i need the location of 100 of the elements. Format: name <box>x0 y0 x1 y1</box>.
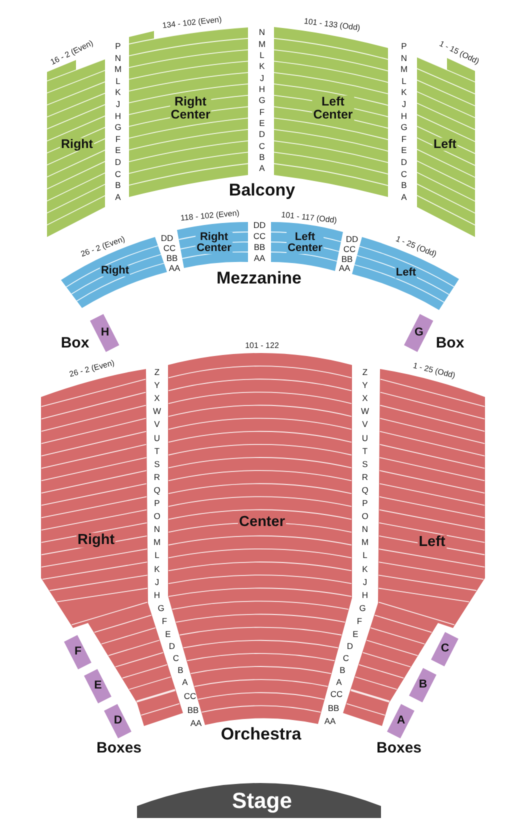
level-label: Balcony <box>228 182 296 198</box>
row-letter: C <box>172 654 180 662</box>
row-letter: B <box>178 666 184 674</box>
row-letter: H <box>114 111 122 120</box>
seat-range-label: 118 - 102 (Even) <box>180 209 240 223</box>
row-letter: X <box>362 394 368 402</box>
row-letter: Y <box>362 380 368 390</box>
row-letter: E <box>401 146 407 155</box>
row-letter: BB <box>341 254 353 264</box>
row-letter: CC <box>343 244 356 254</box>
row-letter: AA <box>190 718 202 728</box>
row-letter: DD <box>253 220 266 230</box>
row-letter: S <box>362 459 368 468</box>
row-letter: B <box>259 152 265 162</box>
row-letter: M <box>361 538 369 547</box>
row-letter: O <box>154 512 160 520</box>
section-name: Center <box>238 514 286 530</box>
theater-box <box>90 314 120 352</box>
row-letter: N <box>258 28 266 37</box>
row-letter: K <box>259 62 265 71</box>
row-letter: DD <box>346 234 358 244</box>
row-letter: CC <box>253 232 266 240</box>
row-letter: Q <box>362 486 368 494</box>
section-name: Right <box>100 266 130 276</box>
row-letter: G <box>359 604 366 612</box>
row-letter: AA <box>254 254 266 262</box>
row-letter: J <box>154 577 160 586</box>
row-letter: T <box>154 446 160 455</box>
row-letter: X <box>154 394 160 402</box>
row-letter: F <box>259 107 265 116</box>
stage <box>137 783 381 818</box>
section-name: Left Center <box>286 232 324 254</box>
row-letter: L <box>362 551 368 560</box>
row-letter: A <box>115 192 121 202</box>
row-letter: D <box>168 642 176 650</box>
row-letter: U <box>154 433 160 442</box>
theater-box <box>64 634 92 670</box>
stage-label: Stage <box>231 790 293 812</box>
row-letter: C <box>258 141 266 150</box>
row-letter: D <box>114 158 122 166</box>
seat-range-label: 101 - 133 (Odd) <box>303 18 361 32</box>
section-name: Right <box>76 532 116 548</box>
row-letter: U <box>362 433 368 442</box>
area-label: Boxes <box>376 740 422 756</box>
row-letter: BB <box>187 705 199 714</box>
row-letter: J <box>260 73 264 82</box>
row-letter: T <box>362 446 368 455</box>
row-letter: F <box>401 134 407 144</box>
row-letter: S <box>154 459 160 468</box>
row-letter: L <box>260 50 264 60</box>
row-letter: C <box>400 169 408 178</box>
row-letter: B <box>340 665 346 674</box>
row-letter: DD <box>160 234 174 242</box>
row-letter: K <box>154 564 160 573</box>
row-letter: V <box>154 420 160 429</box>
row-letter: H <box>154 590 160 599</box>
section-name: Left <box>418 534 446 550</box>
row-letter: K <box>115 88 121 97</box>
theater-box <box>409 668 437 702</box>
area-label: Box <box>436 336 464 350</box>
row-letter: M <box>153 538 161 547</box>
row-letter: M <box>114 64 122 74</box>
row-letter: B <box>115 180 121 190</box>
row-letter: J <box>116 100 120 108</box>
theater-box <box>404 314 434 352</box>
row-letter: N <box>400 53 408 62</box>
row-letter: J <box>402 100 406 108</box>
area-label: Boxes <box>96 740 142 756</box>
row-letter: R <box>154 472 160 482</box>
row-letter: G <box>114 122 122 132</box>
theater-box <box>104 704 132 738</box>
row-letter: D <box>258 130 266 139</box>
row-letter: F <box>356 616 362 626</box>
row-letter: G <box>258 96 266 105</box>
row-letter: L <box>402 76 406 86</box>
row-letter: BB <box>166 254 178 262</box>
box-letter: G <box>414 327 424 339</box>
row-letter: A <box>182 678 188 686</box>
row-letter: K <box>362 564 368 573</box>
row-letter: E <box>115 146 121 155</box>
row-letter: V <box>362 420 368 429</box>
row-letter: C <box>342 653 350 662</box>
row-letter: P <box>362 498 368 508</box>
row-letter: H <box>362 590 368 599</box>
row-letter: Z <box>362 368 368 376</box>
section-name: Right <box>60 138 94 150</box>
section-name: Left Center <box>312 96 354 120</box>
row-letter: BB <box>328 703 340 712</box>
row-letter: AA <box>168 264 180 272</box>
row-letter: M <box>400 64 408 74</box>
section-name: Right Center <box>170 96 212 120</box>
row-letter: P <box>115 42 121 50</box>
row-letter: E <box>352 629 358 638</box>
theater-box <box>387 704 415 738</box>
row-letter: H <box>258 84 266 94</box>
row-letter: AA <box>338 264 350 272</box>
level-label: Orchestra <box>220 726 302 742</box>
row-letter: B <box>401 180 407 190</box>
row-letter: W <box>152 407 162 416</box>
row-letter: P <box>154 498 160 508</box>
